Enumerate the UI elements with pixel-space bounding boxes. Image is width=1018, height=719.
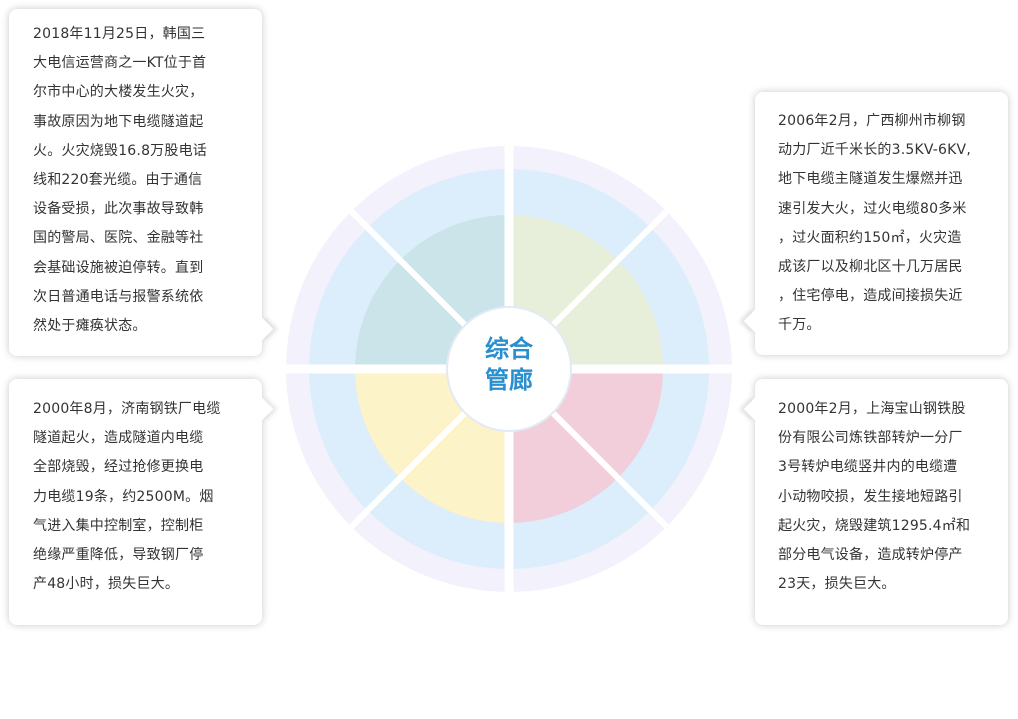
- card-line: 国的警局、医院、金融等社: [33, 230, 204, 247]
- card-line: 次日普通电话与报警系统依: [33, 288, 204, 305]
- card-line: 尔市中心的大楼发生火灾，: [33, 84, 204, 101]
- card-pointer: [250, 317, 274, 341]
- card-line: 部分电气设备，造成转炉停产: [778, 547, 963, 564]
- card-line: 速引发大火，过火电缆80多米: [778, 200, 967, 217]
- pipe-gallery-diagram: [286, 146, 732, 592]
- card-pointer: [250, 397, 274, 421]
- card-line: 大电信运营商之一KT位于首: [33, 55, 207, 72]
- card-line: 火。火灾烧毁16.8万股电话: [33, 142, 207, 159]
- card-line: 事故原因为地下电缆隧道起: [33, 113, 204, 130]
- center-label: 综合 管廊: [459, 334, 559, 406]
- card-line: ，过火面积约150㎡，火灾造: [778, 229, 962, 246]
- card-line: 设备受损，此次事故导致韩: [33, 201, 204, 218]
- card-pointer: [743, 309, 767, 333]
- card-line: 3号转炉电缆竖井内的电缆遭: [778, 459, 958, 476]
- card-line: 气进入集中控制室，控制柜: [33, 517, 204, 534]
- card-line: 千万。: [778, 317, 821, 334]
- center-label-line-2: 管廊: [485, 366, 533, 394]
- card-line: 23天，损失巨大。: [778, 576, 896, 593]
- card-line: 份有限公司炼铁部转炉一分厂: [778, 430, 963, 447]
- incident-card-liuzhou-steel: 2006年2月，广西柳州市柳钢 动力厂近千米长的3.5KV-6KV, 地下电缆主…: [743, 92, 1008, 355]
- card-line: 2000年2月，上海宝山钢铁股: [778, 401, 966, 417]
- incident-card-jinan-steel: 2000年8月，济南钢铁厂电缆 隧道起火，造成隧道内电缆 全部烧毁，经过抢修更换…: [9, 379, 274, 625]
- card-line: 小动物咬损，发生接地短路引: [778, 488, 963, 505]
- incident-card-baosteel: 2000年2月，上海宝山钢铁股 份有限公司炼铁部转炉一分厂 3号转炉电缆竖井内的…: [743, 379, 1008, 625]
- card-line: 动力厂近千米长的3.5KV-6KV,: [778, 142, 971, 159]
- card-line: 成该厂以及柳北区十几万居民: [778, 259, 963, 276]
- card-line: 力电缆19条，约2500M。烟: [33, 488, 214, 505]
- card-line: 2018年11月25日，韩国三: [33, 26, 206, 42]
- incident-card-korea-kt: 2018年11月25日，韩国三 大电信运营商之一KT位于首 尔市中心的大楼发生火…: [9, 9, 274, 356]
- card-line: ，住宅停电，造成间接损失近: [778, 288, 963, 305]
- center-label-line-1: 综合: [485, 335, 533, 363]
- card-line: 线和220套光缆。由于通信: [33, 172, 203, 189]
- card-line: 会基础设施被迫停转。直到: [33, 259, 204, 276]
- card-pointer: [743, 397, 767, 421]
- card-line: 起火灾，烧毁建筑1295.4㎡和: [778, 517, 971, 534]
- card-line: 然处于瘫痪状态。: [33, 318, 147, 335]
- card-line: 产48小时，损失巨大。: [33, 576, 180, 593]
- card-line: 全部烧毁，经过抢修更换电: [33, 459, 204, 476]
- center-hub: [446, 306, 572, 432]
- card-line: 绝缘严重降低，导致钢厂停: [33, 547, 204, 564]
- card-line: 地下电缆主隧道发生爆燃并迅: [778, 171, 963, 188]
- card-line: 2000年8月，济南钢铁厂电缆: [33, 401, 221, 417]
- card-line: 2006年2月，广西柳州市柳钢: [778, 113, 966, 129]
- card-line: 隧道起火，造成隧道内电缆: [33, 430, 204, 447]
